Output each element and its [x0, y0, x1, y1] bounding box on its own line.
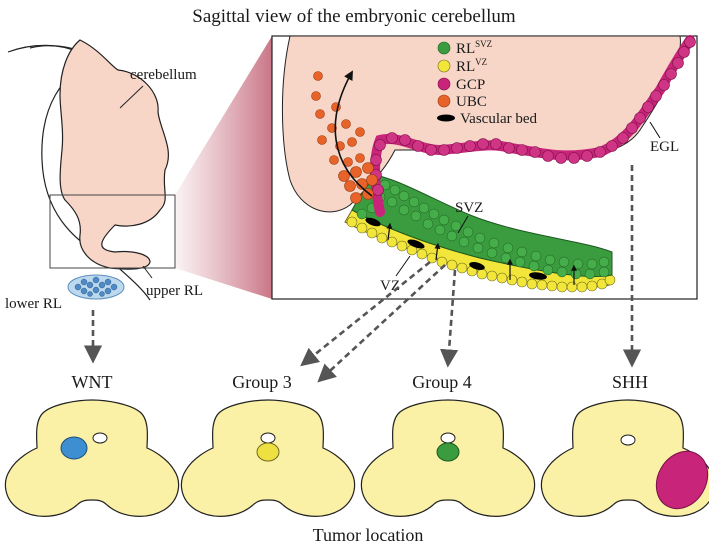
upper-rl-pointer: [142, 265, 153, 279]
legend-label-gcp: GCP: [456, 77, 485, 93]
svz-cells: [356, 179, 610, 280]
cerebellum-label: cerebellum: [130, 67, 197, 83]
legend-label-rl-svz: RLSVZ: [456, 39, 492, 57]
arrow-svz-to-group3-a: [300, 260, 431, 367]
section-wnt: [4, 399, 180, 517]
gcp-cells: [370, 36, 696, 196]
lower-rl-cells: [74, 276, 118, 297]
arrow-svz-to-group4: [440, 269, 459, 368]
group-label-group4: Group 4: [412, 372, 472, 392]
tumor-wnt: [60, 436, 88, 460]
section-group4: [360, 399, 536, 517]
lower-rl-label: lower RL: [5, 296, 62, 312]
arrow-svz-to-group3-b: [317, 264, 446, 383]
legend-swatch-vascular: [437, 114, 455, 122]
tumor-location-label: Tumor location: [313, 525, 424, 545]
cerebellum-pointer: [119, 85, 144, 109]
group-label-shh: SHH: [612, 372, 648, 392]
migration-curved-arrow: [334, 70, 373, 197]
vascular-beds: [365, 217, 547, 280]
section-outline-wnt: [4, 399, 180, 517]
sagittal-sketch: cerebellum lower RL upper RL: [5, 39, 203, 312]
vz-pointer: [395, 255, 411, 277]
lineage-arrows: [83, 165, 642, 383]
upper-rl-label: upper RL: [146, 283, 203, 299]
legend-label-ubc: UBC: [456, 94, 487, 110]
ventricle-wnt: [92, 432, 108, 444]
svz-pointer: [457, 215, 469, 234]
legend-swatch-rl-svz: [437, 41, 451, 55]
legend-swatch-gcp: [437, 77, 451, 91]
legend-swatch-rl-vz: [437, 59, 451, 73]
zoom-funnel: [175, 36, 272, 299]
egl-label: EGL: [650, 139, 679, 155]
inset-panel: RLSVZ RLVZ GCP UBC Vascular bed SVZ VZ E…: [271, 35, 698, 300]
migration-small-arrows: [386, 222, 577, 285]
legend-label-vascular: Vascular bed: [460, 111, 538, 127]
legend: RLSVZ RLVZ GCP UBC Vascular bed: [437, 39, 538, 127]
svz-label: SVZ: [455, 200, 483, 216]
ventricle-shh: [620, 434, 636, 446]
section-group3: [180, 399, 356, 517]
section-shh: [540, 399, 709, 517]
ventricle-group3: [260, 432, 276, 444]
group-label-wnt: WNT: [72, 372, 113, 392]
legend-label-rl-vz: RLVZ: [456, 57, 487, 75]
vz-label: VZ: [380, 278, 400, 294]
ventricle-group4: [440, 432, 456, 444]
ubc-cells: [311, 71, 378, 204]
egl-pointer: [649, 121, 661, 139]
cerebellum-shape: [59, 39, 169, 270]
tumor-shh: [655, 450, 709, 510]
group-label-group3: Group 3: [232, 372, 292, 392]
tumor-group3: [256, 442, 280, 462]
figure-title: Sagittal view of the embryonic cerebellu…: [192, 6, 516, 27]
tumor-group4: [436, 442, 460, 462]
legend-swatch-ubc: [437, 94, 451, 108]
